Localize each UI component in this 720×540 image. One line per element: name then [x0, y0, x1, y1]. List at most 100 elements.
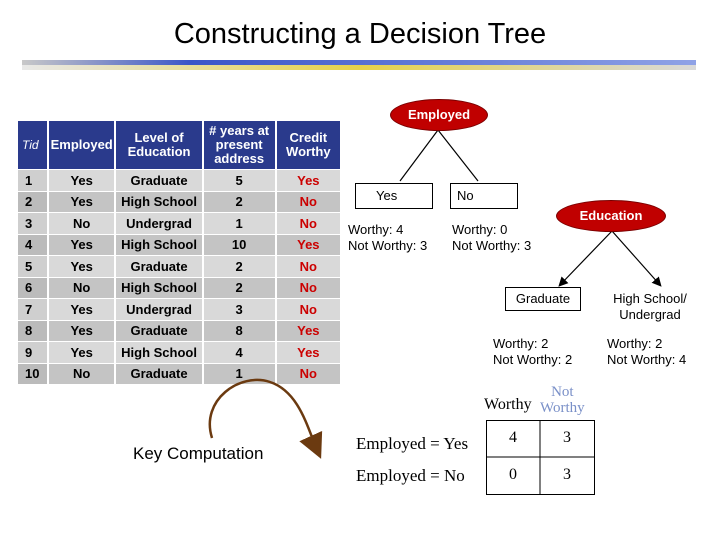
- cell-education: Graduate: [115, 362, 204, 384]
- cell-employed: Yes: [47, 255, 117, 277]
- yes-worthy-count: Worthy: 4: [348, 222, 404, 237]
- grad-notworthy-count: Not Worthy: 2: [493, 352, 573, 367]
- header-tid: Tid: [18, 121, 49, 170]
- yes-notworthy-count: Not Worthy: 3: [348, 238, 428, 253]
- col-header-not-line2: Worthy: [540, 400, 585, 416]
- graduate-counts: Worthy: 2 Not Worthy: 2: [493, 336, 572, 368]
- cell-yes-notworthy: 3: [563, 429, 571, 446]
- cell-education: Undergrad: [115, 212, 204, 234]
- cell-credit-worthy: No: [275, 212, 340, 234]
- cell-tid: 3: [18, 212, 49, 234]
- cell-credit-worthy: Yes: [275, 319, 340, 342]
- edge-root-yes: [399, 129, 439, 182]
- cell-credit-worthy: No: [275, 276, 340, 299]
- cell-education: High School: [115, 190, 204, 213]
- cell-employed: Yes: [47, 169, 117, 191]
- branch-graduate-box: Graduate: [505, 287, 581, 311]
- cell-years: 8: [202, 319, 277, 342]
- cell-tid: 6: [18, 276, 49, 299]
- key-computation-arrow: [208, 378, 323, 459]
- cell-employed: No: [47, 276, 117, 299]
- branch-highschool-line1: High School/: [613, 291, 687, 306]
- cell-tid: 5: [18, 255, 49, 277]
- cell-tid: 2: [18, 190, 49, 213]
- cell-credit-worthy: Yes: [275, 233, 340, 256]
- cell-years: 4: [202, 341, 277, 363]
- contingency-grid: [486, 420, 595, 495]
- no-notworthy-count: Not Worthy: 3: [452, 238, 532, 253]
- cell-tid: 1: [18, 169, 49, 191]
- cell-years: 5: [202, 169, 277, 191]
- cell-years: 1: [202, 212, 277, 234]
- cell-years: 2: [202, 190, 277, 213]
- cell-employed: Yes: [47, 190, 117, 213]
- cell-education: High School: [115, 233, 204, 256]
- cell-tid: 7: [18, 298, 49, 320]
- cell-education: High School: [115, 341, 204, 363]
- cell-yes-worthy: 4: [509, 429, 517, 446]
- cell-years: 10: [202, 233, 277, 256]
- highschool-counts: Worthy: 2 Not Worthy: 4: [607, 336, 686, 368]
- cell-tid: 8: [18, 319, 49, 342]
- no-counts: Worthy: 0 Not Worthy: 3: [452, 222, 531, 254]
- cell-employed: No: [47, 362, 117, 384]
- cell-education: Graduate: [115, 319, 204, 342]
- cell-years: 2: [202, 255, 277, 277]
- cell-no-worthy: 0: [509, 466, 517, 483]
- cell-tid: 9: [18, 341, 49, 363]
- slide-title: Constructing a Decision Tree: [173, 18, 547, 50]
- header-education: Level of Education: [115, 121, 204, 170]
- edge-edu-highschool: [611, 230, 662, 287]
- cell-years: 2: [202, 276, 277, 299]
- cell-credit-worthy: Yes: [275, 341, 340, 363]
- no-worthy-count: Worthy: 0: [452, 222, 508, 237]
- edge-root-no: [437, 129, 479, 182]
- cell-no-notworthy: 3: [563, 466, 571, 483]
- hs-notworthy-count: Not Worthy: 4: [607, 352, 687, 367]
- cell-years: 3: [202, 298, 277, 320]
- cell-education: Graduate: [115, 255, 204, 277]
- header-years: # years at present address: [202, 121, 277, 170]
- branch-yes-box: Yes: [355, 183, 433, 209]
- table-header-row: Tid Employed Level of Education # years …: [18, 121, 340, 170]
- branch-highschool-label: High School/ Undergrad: [606, 291, 694, 323]
- col-header-not-line1: Not: [551, 384, 574, 400]
- cell-employed: Yes: [47, 341, 117, 363]
- training-data-table: Tid Employed Level of Education # years …: [18, 121, 340, 384]
- root-node-employed: Employed: [390, 99, 488, 131]
- row-label-employed-no: Employed = No: [356, 466, 465, 485]
- cell-credit-worthy: No: [275, 255, 340, 277]
- cell-employed: No: [47, 212, 117, 234]
- cell-employed: Yes: [47, 298, 117, 320]
- hs-worthy-count: Worthy: 2: [607, 336, 663, 351]
- col-header-worthy: Worthy: [484, 396, 532, 413]
- cell-education: Undergrad: [115, 298, 204, 320]
- cell-employed: Yes: [47, 319, 117, 342]
- cell-credit-worthy: No: [275, 190, 340, 213]
- cell-tid: 4: [18, 233, 49, 256]
- yes-counts: Worthy: 4 Not Worthy: 3: [348, 222, 427, 254]
- cell-credit-worthy: Yes: [275, 169, 340, 191]
- branch-highschool-line2: Undergrad: [619, 307, 681, 322]
- edge-edu-graduate: [558, 230, 613, 287]
- key-computation-label: Key Computation: [133, 444, 264, 463]
- cell-employed: Yes: [47, 233, 117, 256]
- branch-no-box: No: [450, 183, 518, 209]
- node-education: Education: [556, 200, 666, 232]
- cell-credit-worthy: No: [275, 298, 340, 320]
- col-header-not-worthy: Not Worthy: [540, 384, 585, 416]
- row-label-employed-yes: Employed = Yes: [356, 434, 469, 453]
- grad-worthy-count: Worthy: 2: [493, 336, 549, 351]
- cell-tid: 10: [18, 362, 49, 384]
